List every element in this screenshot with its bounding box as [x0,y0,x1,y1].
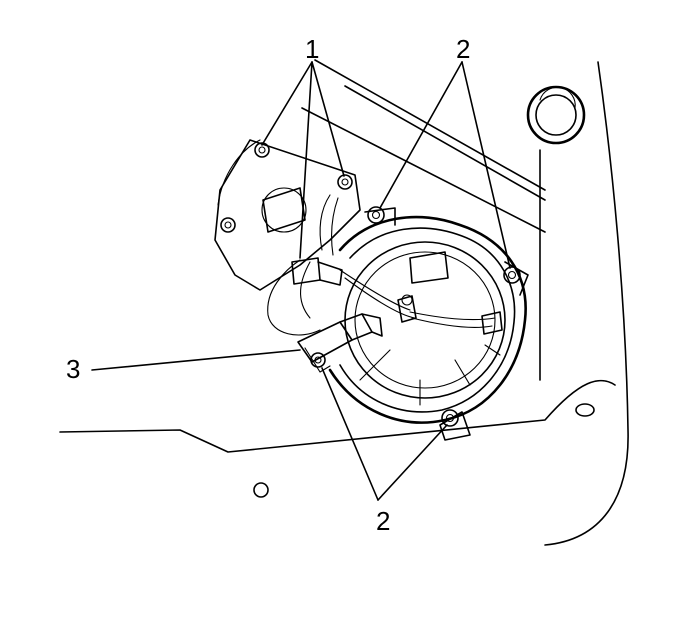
speaker-connector [297,313,383,373]
grommet [526,85,586,145]
speaker-bolt-right [503,266,521,284]
speaker-bolt-top [367,206,385,224]
bracket-bolt [220,217,236,233]
leader-lines [91,61,511,501]
bracket-bolt [254,142,270,158]
speaker-bracket [214,139,361,291]
wiring-harness [267,194,503,336]
speaker [328,207,529,441]
harness-connector-upper [291,257,343,286]
callout-2-top: 2 [456,34,470,64]
callout-3: 3 [66,354,80,384]
panel-slot [575,403,595,417]
callout-1: 1 [305,34,319,64]
panel-hole [253,482,269,498]
bracket-bolt [337,174,353,190]
harness-clip [397,294,417,323]
door-panel [59,59,629,546]
speaker-bolt-bottom [441,409,459,427]
callout-2-bottom: 2 [376,506,390,536]
